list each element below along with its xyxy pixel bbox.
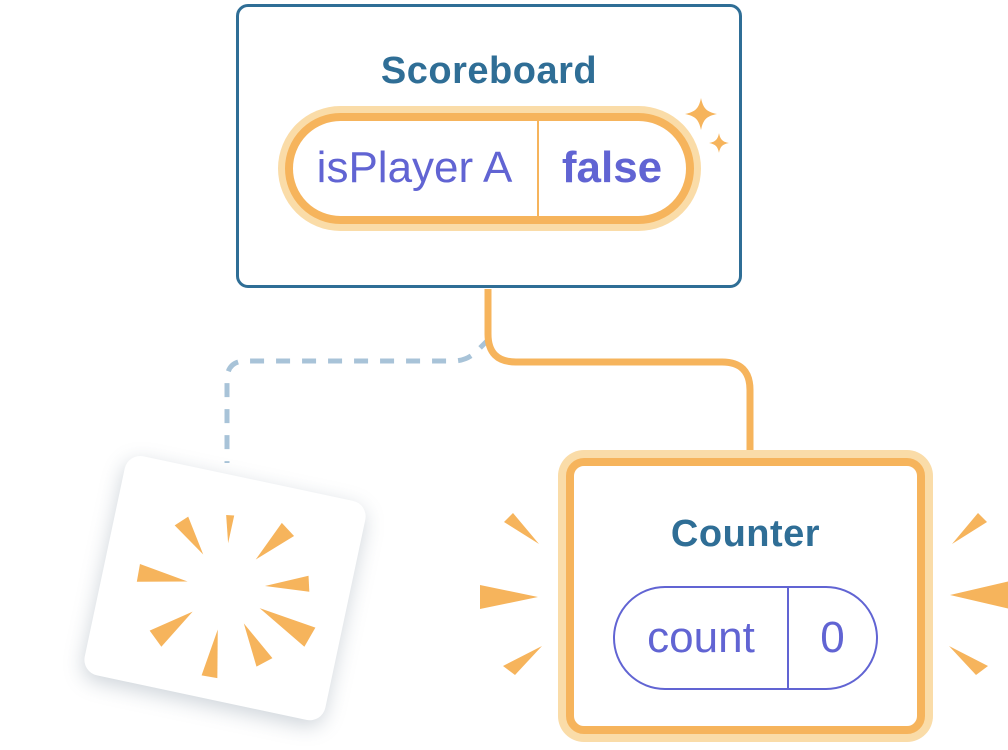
emphasis-marks-right	[949, 513, 1008, 675]
scoreboard-component-card: Scoreboard isPlayer A false	[236, 4, 742, 288]
component-title: Scoreboard	[380, 50, 598, 92]
state-value: false	[561, 143, 663, 193]
component-title: Counter	[670, 513, 821, 555]
state-pill: count 0	[613, 585, 878, 690]
emphasis-marks-left	[480, 513, 542, 675]
state-name: count	[615, 587, 789, 688]
parent-child-connector-line	[484, 289, 754, 456]
burst-icon	[136, 515, 316, 679]
counter-component-card: Counter count 0	[566, 458, 925, 734]
dashed-connector-line	[224, 336, 492, 463]
state-pill: isPlayer A false	[284, 112, 694, 224]
destroyed-component-card	[81, 453, 369, 724]
state-name: isPlayer A	[293, 120, 539, 216]
state-value: 0	[820, 612, 845, 662]
